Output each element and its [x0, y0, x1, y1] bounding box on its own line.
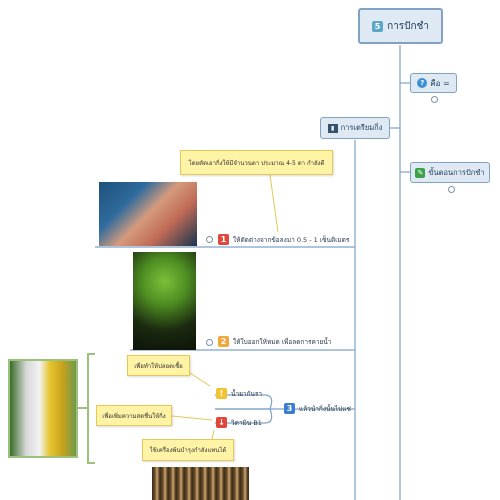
topic-what-label: คือ = [430, 78, 450, 88]
sub-item-fungicide[interactable]: ! น้ำยากันรา [216, 388, 262, 399]
topic-steps-label: ขั้นตอนการปักชำ [428, 167, 485, 177]
sub-item-vitamin-label: วิตามิน B1 [231, 418, 262, 427]
note-freshness-text: เพื่อเพิ่มความสดชื่นให้กิ่ง [102, 412, 166, 420]
topic-prep[interactable]: ▮ การเตรียมกิ่ง [320, 117, 390, 139]
item-1-label: ให้ตัดต่างจากข้อลงมา 0.5 - 1 เซ็นติเมตร [233, 235, 350, 244]
photo-leafy-cutting [133, 252, 196, 350]
root-title: การปักชำ [387, 20, 429, 32]
item-3-label: แล้วนำกิ่งนั้นไปแช่ [299, 404, 351, 413]
collapse-toggle-item-1[interactable] [206, 236, 213, 243]
photo-cuttings-tray [152, 467, 249, 500]
photo-cutting-branch [99, 182, 197, 246]
note-tonic-substitute-text: ใช้เครื่องพ้นบำรุงกำลังแทนได้ [149, 447, 227, 454]
item-3-badge: 3 [284, 403, 295, 414]
warning-icon: ! [216, 388, 227, 399]
note-freshness: เพื่อเพิ่มความสดชื่นให้กิ่ง [96, 405, 172, 426]
note-tonic-substitute: ใช้เครื่องพ้นบำรุงกำลังแทนได้ [142, 439, 234, 461]
sub-item-vitamin[interactable]: ↓ วิตามิน B1 [216, 417, 262, 428]
arrow-down-icon: ↓ [216, 417, 227, 428]
collapse-toggle-item-2[interactable] [206, 339, 213, 346]
root-number-badge: 5 [372, 20, 384, 32]
topic-prep-label: การเตรียมกิ่ง [340, 123, 383, 132]
collapse-toggle-steps[interactable] [448, 186, 455, 193]
question-icon: ? [417, 78, 428, 88]
root-node[interactable]: 5 การปักชำ [358, 8, 443, 44]
photo-chemical-bottles [8, 359, 78, 458]
note-bud-count-text: โดยตัดเอากิ่งให้มีจำนวนตา ประมาณ 4-5 ตา … [188, 159, 325, 167]
topic-what[interactable]: ? คือ = [410, 73, 457, 93]
note-disinfect: เพื่อทำให้ปลอดเชื้อ [127, 355, 190, 376]
item-2-label: ให้ใบออกให้หมด เพื่อลดการคายน้ำ [233, 337, 332, 346]
item-3[interactable]: 3 แล้วนำกิ่งนั้นไปแช่ [284, 403, 351, 414]
note-disinfect-text: เพื่อทำให้ปลอดเชื้อ [134, 362, 183, 370]
edit-icon: ✎ [415, 167, 426, 178]
item-2[interactable]: 2 ให้ใบออกให้หมด เพื่อลดการคายน้ำ [218, 336, 331, 347]
item-2-badge: 2 [218, 336, 229, 347]
chart-icon: ▮ [327, 123, 338, 133]
item-1[interactable]: 1 ให้ตัดต่างจากข้อลงมา 0.5 - 1 เซ็นติเมต… [218, 234, 349, 245]
note-bud-count: โดยตัดเอากิ่งให้มีจำนวนตา ประมาณ 4-5 ตา … [180, 150, 333, 175]
collapse-toggle-what[interactable] [431, 96, 438, 103]
topic-steps[interactable]: ✎ ขั้นตอนการปักชำ [410, 162, 490, 183]
sub-item-fungicide-label: น้ำยากันรา [231, 389, 263, 398]
item-1-badge: 1 [218, 234, 229, 245]
